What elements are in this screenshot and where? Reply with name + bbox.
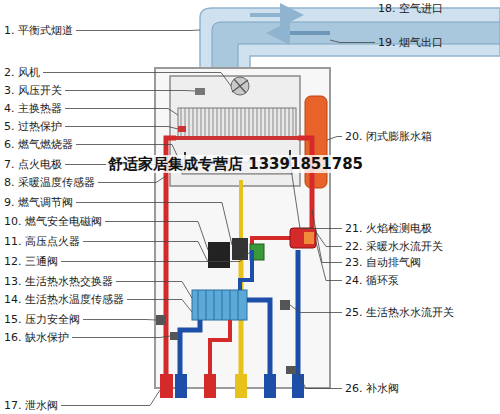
callout-label: 7. 点火电极 (4, 158, 62, 171)
callout-label: 16. 缺水保护 (4, 331, 69, 344)
leader-line (65, 90, 195, 92)
callout-label: 15. 压力安全阀 (4, 313, 80, 326)
callout-label: 12. 三通阀 (4, 255, 58, 268)
leader-line (65, 109, 178, 116)
callout-label: 3. 风压开关 (4, 84, 62, 97)
callout-label: 25. 生活热水水流开关 (345, 306, 454, 319)
callout-label: 23. 自动排气阀 (345, 256, 421, 269)
leader-line (105, 222, 208, 251)
callout-label: 24. 循环泵 (345, 274, 399, 287)
leader-line (76, 30, 200, 32)
callout-label: 18. 空气进口 (378, 2, 443, 15)
leader-line (296, 370, 342, 389)
leader-line (327, 137, 342, 141)
callout-label: 22. 采暖水水流开关 (345, 240, 443, 253)
callout-label: 11. 高压点火器 (4, 235, 80, 248)
watermark: 舒适家居集成专营店 13391851785 (106, 155, 365, 173)
callout-label: 14. 生活热水温度传感器 (4, 293, 124, 306)
leader-line (65, 127, 178, 130)
callout-label: 10. 燃气安全电磁阀 (4, 215, 102, 228)
leader-line (316, 232, 342, 247)
callout-label: 2. 风机 (4, 66, 40, 79)
callout-label: 13. 生活热水热交换器 (4, 275, 113, 288)
callout-label: 19. 烟气出口 (378, 36, 443, 49)
leader-line (116, 282, 192, 299)
leader-line (312, 210, 342, 263)
leader-line (72, 336, 170, 338)
leader-line (127, 300, 192, 313)
leader-line (83, 319, 156, 321)
leader-line (98, 176, 166, 183)
leader-line (83, 242, 208, 263)
leader-line (61, 252, 250, 262)
callout-label: 5. 过热保护 (4, 120, 62, 133)
callout-label: 9. 燃气调节阀 (4, 196, 73, 209)
callout-label: 26. 补水阀 (345, 382, 399, 395)
leader-line (316, 242, 342, 281)
callout-label: 21. 火焰检测电极 (345, 222, 432, 235)
callout-label: 1. 平衡式烟道 (4, 24, 73, 37)
callout-label: 4. 主换热器 (4, 102, 62, 115)
callout-label: 6. 燃气燃烧器 (4, 138, 73, 151)
callout-label: 8. 采暖温度传感器 (4, 176, 95, 189)
callout-label: 17. 泄水阀 (4, 399, 58, 412)
callout-label: 20. 闭式膨胀水箱 (345, 130, 432, 143)
leader-line (330, 40, 375, 43)
leader-line (290, 305, 342, 313)
leader-line (61, 390, 160, 406)
leader-line (43, 73, 231, 87)
